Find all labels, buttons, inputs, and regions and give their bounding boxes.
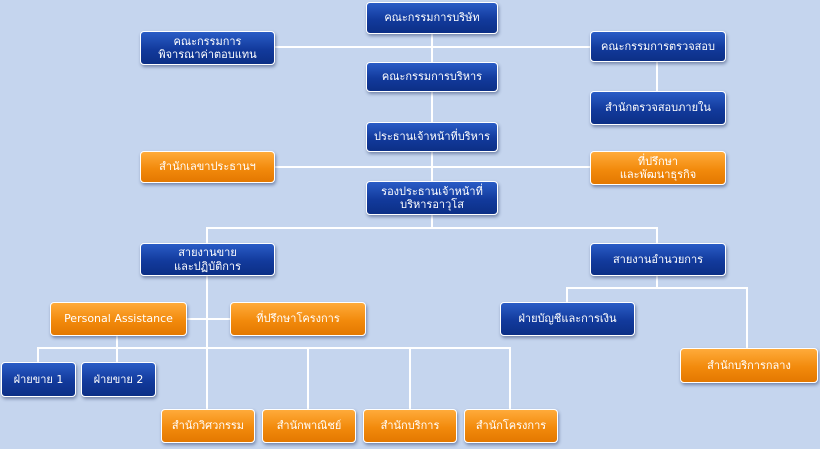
executive-committee-box[interactable]: คณะกรรมการบริหาร bbox=[366, 62, 498, 92]
project-advisor-box[interactable]: ที่ปรึกษาโครงการ bbox=[230, 302, 366, 336]
nomination-committee-box[interactable]: คณะกรรมการ พิจารณาค่าตอบแทน bbox=[140, 31, 275, 65]
personal-assistance-box[interactable]: Personal Assistance bbox=[50, 302, 187, 336]
sales-2-box[interactable]: ฝ่ายขาย 2 bbox=[81, 362, 156, 397]
internal-audit-box[interactable]: สำนักตรวจสอบภายใน bbox=[590, 91, 726, 125]
secretary-office-box[interactable]: สำนักเลขาประธานฯ bbox=[140, 151, 275, 183]
engineering-office-box[interactable]: สำนักวิศวกรรม bbox=[161, 409, 255, 443]
audit-committee-box[interactable]: คณะกรรมการตรวจสอบ bbox=[590, 31, 726, 62]
administration-box[interactable]: สายงานอำนวยการ bbox=[590, 243, 726, 276]
board-box[interactable]: คณะกรรมการบริษัท bbox=[366, 2, 498, 34]
service-office-box[interactable]: สำนักบริการ bbox=[363, 409, 457, 443]
ceo-box[interactable]: ประธานเจ้าหน้าที่บริหาร bbox=[366, 122, 498, 152]
senior-vp-box[interactable]: รองประธานเจ้าหน้าที่ บริหารอาวุโส bbox=[366, 181, 498, 215]
commercial-office-box[interactable]: สำนักพาณิชย์ bbox=[262, 409, 356, 443]
sales-operations-box[interactable]: สายงานขาย และปฏิบัติการ bbox=[140, 243, 275, 276]
project-office-box[interactable]: สำนักโครงการ bbox=[464, 409, 558, 443]
central-services-box[interactable]: สำนักบริการกลาง bbox=[680, 348, 818, 383]
business-advisor-box[interactable]: ที่ปรึกษา และพัฒนาธุรกิจ bbox=[590, 151, 726, 185]
accounting-finance-box[interactable]: ฝ่ายบัญชีและการเงิน bbox=[500, 302, 635, 336]
sales-1-box[interactable]: ฝ่ายขาย 1 bbox=[1, 362, 76, 397]
